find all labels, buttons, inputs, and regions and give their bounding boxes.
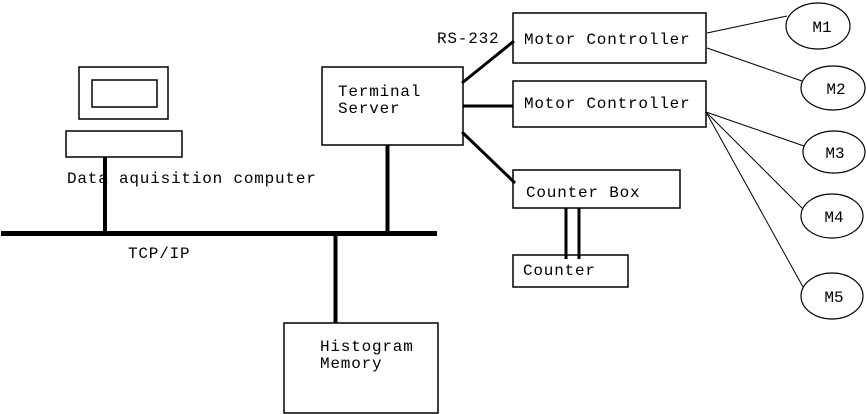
motor-controller-1-label: Motor Controller xyxy=(524,31,690,49)
mc1-m2-link xyxy=(706,47,803,82)
counter-box-label: Counter Box xyxy=(526,184,640,202)
computer-keyboard-icon xyxy=(65,130,183,158)
histogram-memory-box xyxy=(283,322,439,414)
terminal-server-label-line2: Server xyxy=(338,100,400,118)
motor-m4-label: M4 xyxy=(824,209,843,227)
motor-controller-1-box xyxy=(512,12,707,64)
terminal-server-box xyxy=(321,66,464,146)
motor-m5-node xyxy=(800,272,864,320)
mc2-m3-link xyxy=(705,111,805,147)
tcpip-label: TCP/IP xyxy=(128,245,190,263)
computer-screen-icon xyxy=(91,79,158,108)
motor-m1-node xyxy=(785,2,851,50)
mc1-m1-link xyxy=(706,15,788,34)
motor-controller-2-label: Motor Controller xyxy=(524,95,690,113)
motor-controller-2-box xyxy=(512,80,707,128)
histogram-memory-label-line2: Memory xyxy=(320,355,382,373)
histogram-memory-label-line1: Histogram xyxy=(320,338,414,356)
terminal-counterbox-serial-link xyxy=(460,130,517,185)
counter-box xyxy=(512,254,629,288)
motor-m3-label: M3 xyxy=(825,145,844,163)
motor-m1-label: M1 xyxy=(812,19,831,37)
counter-label: Counter xyxy=(523,262,596,280)
terminal-server-label-line1: Terminal xyxy=(338,83,421,101)
mc2-m5-link xyxy=(705,111,804,288)
motor-m5-label: M5 xyxy=(824,289,843,307)
mc2-m4-link xyxy=(705,111,804,210)
motor-m2-node xyxy=(800,65,866,111)
counter-box-box xyxy=(512,169,681,209)
rs232-label: RS-232 xyxy=(437,30,499,48)
computer-label: Data aquisition computer xyxy=(67,170,317,188)
terminal-mc1-serial-link xyxy=(461,39,515,85)
motor-m3-node xyxy=(802,130,866,174)
motor-m2-label: M2 xyxy=(826,81,845,99)
motor-m4-node xyxy=(800,193,864,239)
